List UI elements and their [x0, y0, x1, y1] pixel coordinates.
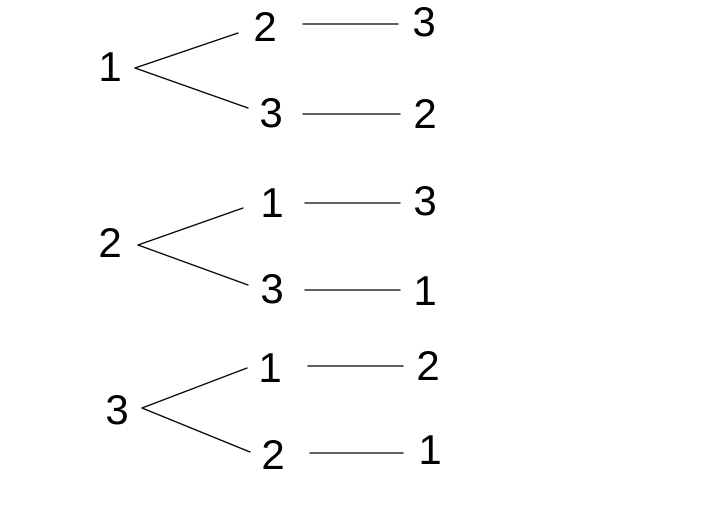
- tree-1-branch-1-diagonal-edge: [134, 32, 239, 69]
- tree-3-branch-2-diagonal-edge: [141, 407, 251, 453]
- tree-1-branch-2-second-node: 3: [259, 89, 283, 136]
- tree-2-branch-1-second-node: 1: [260, 179, 284, 226]
- tree-2-branch-2-second-node: 3: [260, 265, 284, 312]
- tree-1-branch-2-third-node: 2: [413, 90, 437, 137]
- tree-1-branch-1-second-node: 2: [253, 3, 277, 50]
- tree-3-branch-2-third-node: 1: [418, 426, 442, 473]
- tree-1-root-node: 1: [98, 43, 122, 90]
- tree-1-branch-1-third-node: 3: [412, 0, 436, 45]
- tree-3-branch-2-second-node: 2: [261, 431, 285, 478]
- tree-2-branch-1-third-node: 3: [413, 177, 437, 224]
- tree-2-root-node: 2: [98, 219, 122, 266]
- tree-1-branch-2-diagonal-edge: [134, 67, 249, 109]
- tree-3-branch-1-third-node: 2: [416, 342, 440, 389]
- tree-2-branch-1-diagonal-edge: [137, 207, 244, 246]
- tree-2-branch-2-third-node: 1: [413, 267, 437, 314]
- tree-3-root-node: 3: [105, 386, 129, 433]
- tree-3-branch-1-diagonal-edge: [141, 367, 248, 409]
- tree-3-branch-1-second-node: 1: [258, 344, 282, 391]
- tree-2-branch-2-diagonal-edge: [137, 244, 249, 286]
